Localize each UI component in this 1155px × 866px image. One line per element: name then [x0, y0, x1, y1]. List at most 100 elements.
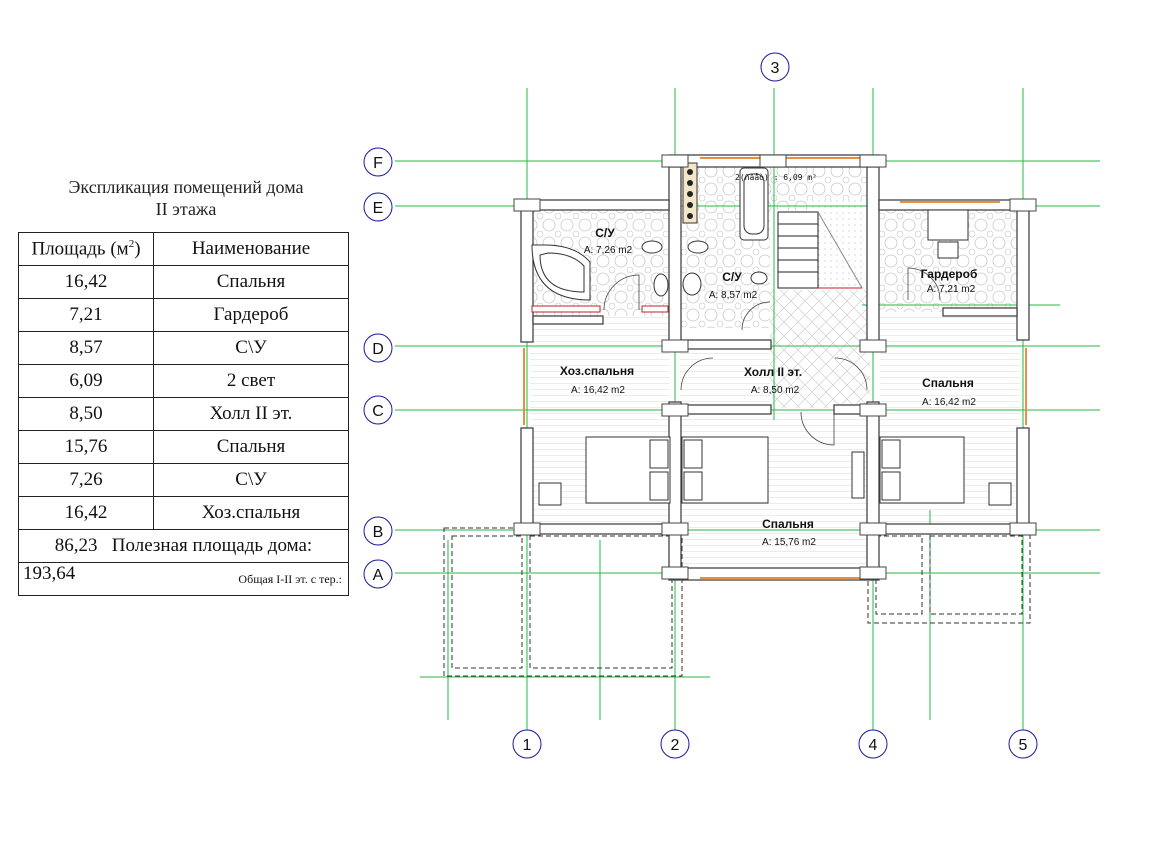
table-header-row: Площадь (м2) Наименование	[18, 232, 349, 266]
room-name-wardrobe: Гардероб	[921, 267, 978, 281]
row-area: 16,42	[18, 496, 154, 530]
stairs	[777, 211, 863, 289]
wall-axis2-upper	[668, 155, 682, 347]
shelf-bath1	[531, 305, 601, 313]
axis-bubble-2	[660, 729, 690, 759]
total-area-value: 193,64	[23, 563, 76, 584]
axis-label-e: E	[373, 200, 384, 217]
log-end	[513, 198, 541, 212]
wall-axis4-upper	[866, 155, 880, 347]
stair-block	[777, 211, 819, 289]
total-area-cell: 193,64 Общая I-II эт. с тер.:	[18, 562, 349, 596]
terrace-left-inner	[529, 535, 673, 669]
axis-label-5: 5	[1019, 737, 1028, 754]
room-area-wardrobe: A: 7,21 m2	[927, 284, 976, 295]
door-swing	[834, 357, 868, 391]
total-area-row: 193,64 Общая I-II эт. с тер.:	[18, 562, 349, 596]
partition-wardrobe	[942, 307, 1018, 317]
axis-bubble-5	[1008, 729, 1038, 759]
row-name: Хоз.спальня	[153, 496, 349, 530]
partition-bath1	[532, 315, 604, 325]
room-name-master-bedroom: Хоз.спальня	[560, 364, 634, 378]
axis-label-2: 2	[671, 737, 680, 754]
log-end	[513, 522, 541, 536]
header-area-sup: 2	[128, 237, 135, 250]
shelves	[531, 305, 669, 313]
header-area: Площадь (м2)	[18, 232, 154, 266]
room-area-bath2: A: 8,57 m2	[709, 290, 758, 301]
door-swing	[603, 274, 640, 311]
explication-title-line1: Экспликация помещений дома	[68, 177, 304, 197]
axis-bubble-3	[760, 52, 790, 82]
furniture	[538, 209, 1012, 506]
axis-label-d: D	[372, 341, 384, 358]
wall-b-right	[878, 523, 1030, 535]
axis-bubble-e	[363, 192, 393, 222]
wall-axis4-lower	[866, 401, 880, 579]
wall-left-upper	[520, 199, 534, 343]
boiler-dot	[687, 169, 693, 175]
bathtub-inner	[743, 173, 765, 235]
row-area: 6,09	[18, 364, 154, 398]
armchair	[538, 482, 562, 506]
useful-area-row: 86,23 Полезная площадь дома:	[18, 529, 349, 563]
doors	[603, 267, 941, 446]
room-labels: 2(ñâåò) : 6,09 m² С/У A: 7,26 m2 С/У A: …	[560, 172, 977, 548]
wall-axis2-lower	[668, 401, 682, 579]
room-name-bath1: С/У	[595, 226, 615, 240]
stair-note: 2(ñâåò) : 6,09 m²	[735, 172, 817, 182]
log-end	[661, 339, 689, 353]
corner-bathtub-inner	[539, 252, 585, 293]
axis-bubble-c	[363, 395, 393, 425]
door-swing	[680, 357, 714, 391]
terrace-right	[867, 527, 1031, 624]
axis-bubble-f	[363, 147, 393, 177]
hall-floor-left	[680, 345, 770, 405]
explication-title: Экспликация помещений дома II этажа	[20, 176, 352, 220]
axis-bubble-b	[363, 516, 393, 546]
log-end	[1009, 522, 1037, 536]
axis-label-3: 3	[771, 60, 780, 77]
axis-bubble-1	[512, 729, 542, 759]
boiler-dot	[687, 213, 693, 219]
log-end	[661, 403, 689, 417]
room-name-bedroom-right: Спальня	[922, 376, 974, 390]
axis-bubble-4	[858, 729, 888, 759]
hall-floor	[770, 290, 870, 408]
boiler-dots	[687, 169, 693, 219]
room-area-master-bedroom: A: 16,42 m2	[571, 385, 625, 396]
log-end	[859, 522, 887, 536]
armchair	[988, 482, 1012, 506]
total-area-label: Общая I-II эт. с тер.:	[238, 572, 342, 586]
useful-area-value: 86,23	[54, 535, 98, 556]
door-swing	[741, 301, 771, 331]
row-name: Гардероб	[153, 298, 349, 332]
log-end	[859, 566, 887, 580]
useful-area-cell: 86,23 Полезная площадь дома:	[18, 529, 349, 563]
boiler-dot	[687, 180, 693, 186]
log-ends	[513, 154, 1037, 580]
axis-label-c: C	[372, 403, 384, 420]
side-unit	[851, 451, 865, 499]
room-area-bedroom-bottom: A: 15,76 m2	[762, 537, 816, 548]
room-area-bedroom-right: A: 16,42 m2	[922, 397, 976, 408]
axis-label-b: B	[373, 524, 384, 541]
sink-2	[750, 271, 768, 285]
log-end	[1009, 198, 1037, 212]
sink-1b	[687, 240, 709, 254]
bed-pillow	[881, 471, 901, 501]
door-swing	[907, 267, 941, 301]
bed-pillow	[649, 439, 669, 469]
room-area-hall: A: 8,50 m2	[751, 385, 800, 396]
boiler-dot	[687, 202, 693, 208]
log-end	[661, 566, 689, 580]
wall-right-lower	[1016, 427, 1030, 531]
room-name-bath2: С/У	[722, 270, 742, 284]
wall-b-left	[520, 523, 670, 535]
axis-bubble-a	[363, 559, 393, 589]
room-area-bath1: A: 7,26 m2	[584, 245, 633, 256]
